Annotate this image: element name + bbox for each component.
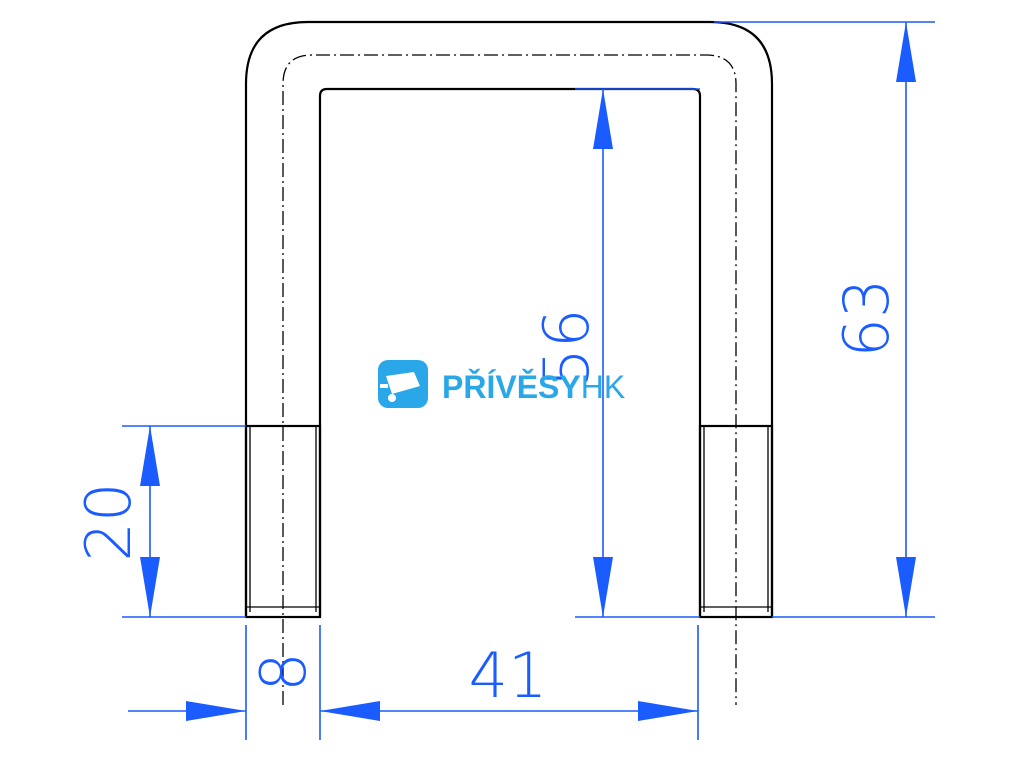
dimension-width: 41 [320,625,699,740]
thread-right [698,424,774,619]
arrowhead [896,557,916,617]
dimension-inner-height: 56 [530,88,700,618]
arrowhead [593,557,613,617]
thread-diameter-label: 8 [247,652,320,691]
thread-left [244,424,322,619]
svg-text:PŘÍVĚSYHK: PŘÍVĚSYHK [442,369,625,405]
u-bolt-centerline [282,54,737,705]
arrowhead [638,701,698,721]
thread-length-label: 20 [72,483,145,562]
u-bolt-shape [244,20,774,705]
width-label: 41 [469,639,548,712]
arrowhead [186,701,246,721]
dimension-thread-diameter: 8 [128,625,380,740]
total-height-label: 63 [830,279,903,358]
arrowhead [140,426,160,486]
logo-text-suffix: HK [581,369,625,405]
arrowhead [140,557,160,617]
u-bolt-inner-edge [318,87,702,617]
logo-text-main: PŘÍVĚSY [442,369,581,405]
arrowhead [896,22,916,82]
u-bolt-outer-edge [244,20,774,617]
trailer-icon [378,360,428,408]
inner-height-label: 56 [530,309,603,388]
arrowhead [593,89,613,149]
dimension-total-height: 63 [714,21,935,618]
logo-watermark: PŘÍVĚSYHK [378,360,625,408]
dimension-thread-length: 20 [72,425,246,618]
